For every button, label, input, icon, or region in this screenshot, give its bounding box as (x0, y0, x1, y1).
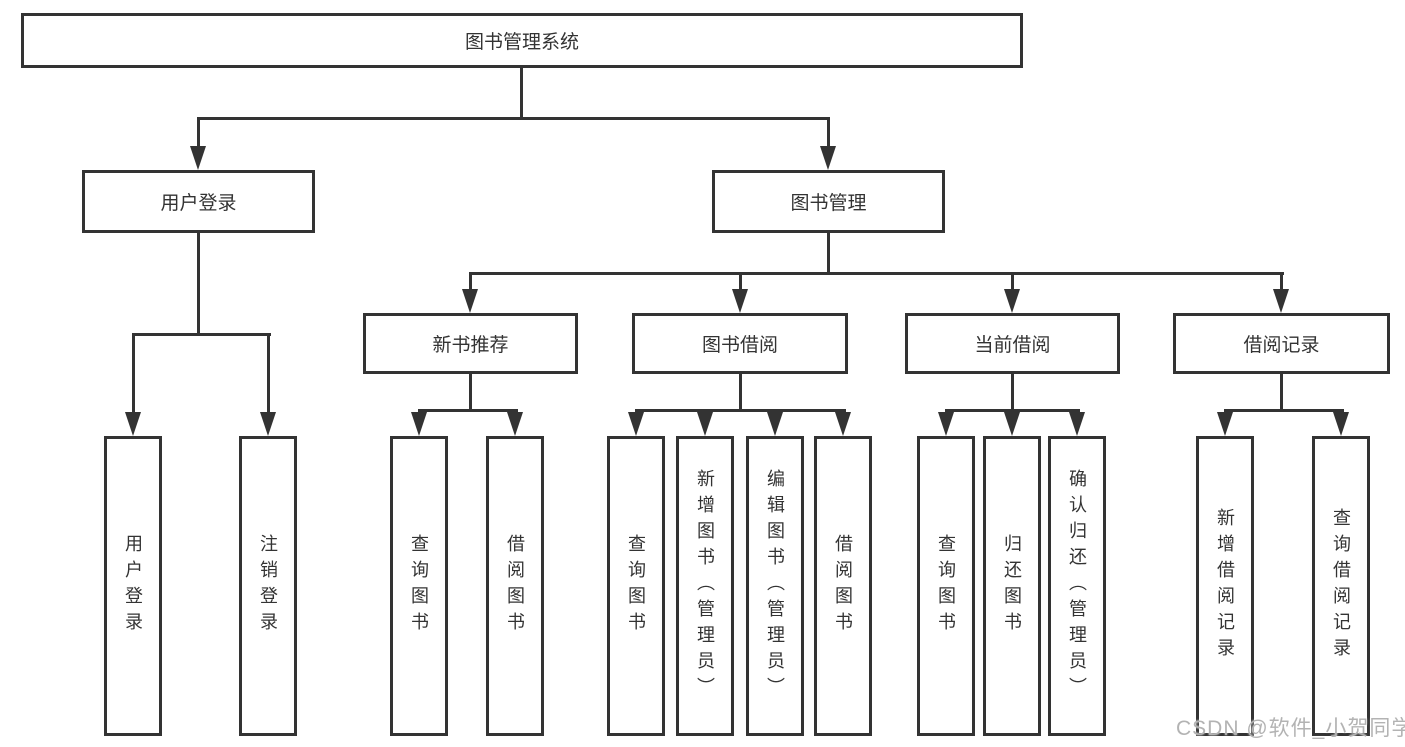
node-book-management: 图书管理 (712, 170, 945, 233)
connector-to-current-borrowing (1011, 272, 1014, 292)
arrowhead-return-books (1004, 412, 1020, 436)
connector-to-borrowing-records (1280, 272, 1283, 292)
leaf-search-books-current: 查询图书 (917, 436, 975, 736)
leaf-add-borrow-record: 新增借阅记录 (1196, 436, 1254, 736)
arrowhead-confirm-return-admin (1069, 412, 1085, 436)
arrowhead-search-books-recommend (411, 412, 427, 436)
connector-current-borrowing-stem (1011, 374, 1014, 412)
arrowhead-add-books-admin (697, 412, 713, 436)
leaf-logout: 注销登录 (239, 436, 297, 736)
connector-borrowing-records-stem (1280, 374, 1283, 412)
leaf-add-books-admin: 新增图书（管理员） (676, 436, 734, 736)
connector-book-mgmt-stem (827, 233, 830, 275)
leaf-search-books-recommend: 查询图书 (390, 436, 448, 736)
arrowhead-search-books-borrowing (628, 412, 644, 436)
connector-book-borrowing-bus (635, 409, 846, 412)
connector-root-stem (520, 68, 523, 117)
leaf-user-login: 用户登录 (104, 436, 162, 736)
connector-user-login-stem (197, 233, 200, 336)
arrowhead-edit-books-admin (767, 412, 783, 436)
csdn-watermark: CSDN @软件_小贺同学 (1176, 717, 1405, 740)
connector-user-login-bus (132, 333, 271, 336)
node-book-borrowing: 图书借阅 (632, 313, 848, 374)
connector-to-leaf-logout (267, 333, 270, 413)
node-root-library-management-system: 图书管理系统 (21, 13, 1023, 68)
arrowhead-add-borrow-record (1217, 412, 1233, 436)
leaf-edit-books-admin: 编辑图书（管理员） (746, 436, 804, 736)
arrowhead-book-borrowing (732, 289, 748, 313)
node-current-borrowing: 当前借阅 (905, 313, 1120, 374)
connector-new-book-rec-stem (469, 374, 472, 412)
arrowhead-search-books-current (938, 412, 954, 436)
node-borrowing-records: 借阅记录 (1173, 313, 1390, 374)
leaf-search-borrow-record: 查询借阅记录 (1312, 436, 1370, 736)
arrowhead-leaf-logout (260, 412, 276, 436)
connector-to-book-borrowing (739, 272, 742, 292)
connector-to-leaf-user-login (132, 333, 135, 413)
leaf-borrow-books-borrowing: 借阅图书 (814, 436, 872, 736)
node-user-login: 用户登录 (82, 170, 315, 233)
arrowhead-borrowing-records (1273, 289, 1289, 313)
connector-current-borrowing-bus (945, 409, 1080, 412)
leaf-search-books-borrowing: 查询图书 (607, 436, 665, 736)
leaf-return-books: 归还图书 (983, 436, 1041, 736)
arrowhead-user-login (190, 146, 206, 170)
connector-root-bus (197, 117, 830, 120)
connector-borrowing-records-bus (1224, 409, 1344, 412)
arrowhead-search-borrow-record (1333, 412, 1349, 436)
leaf-borrow-books-recommend: 借阅图书 (486, 436, 544, 736)
arrowhead-current-borrowing (1004, 289, 1020, 313)
connector-to-user-login (197, 117, 200, 149)
arrowhead-new-book-rec (462, 289, 478, 313)
connector-new-book-rec-bus (418, 409, 518, 412)
arrowhead-book-management (820, 146, 836, 170)
arrowhead-borrow-books-recommend (507, 412, 523, 436)
connector-to-new-book-rec (469, 272, 472, 292)
leaf-confirm-return-admin: 确认归还（管理员） (1048, 436, 1106, 736)
connector-book-mgmt-bus (469, 272, 1284, 275)
arrowhead-leaf-user-login (125, 412, 141, 436)
node-new-book-recommendation: 新书推荐 (363, 313, 578, 374)
arrowhead-borrow-books-borrowing (835, 412, 851, 436)
connector-book-borrowing-stem (739, 374, 742, 412)
connector-to-book-management (827, 117, 830, 149)
